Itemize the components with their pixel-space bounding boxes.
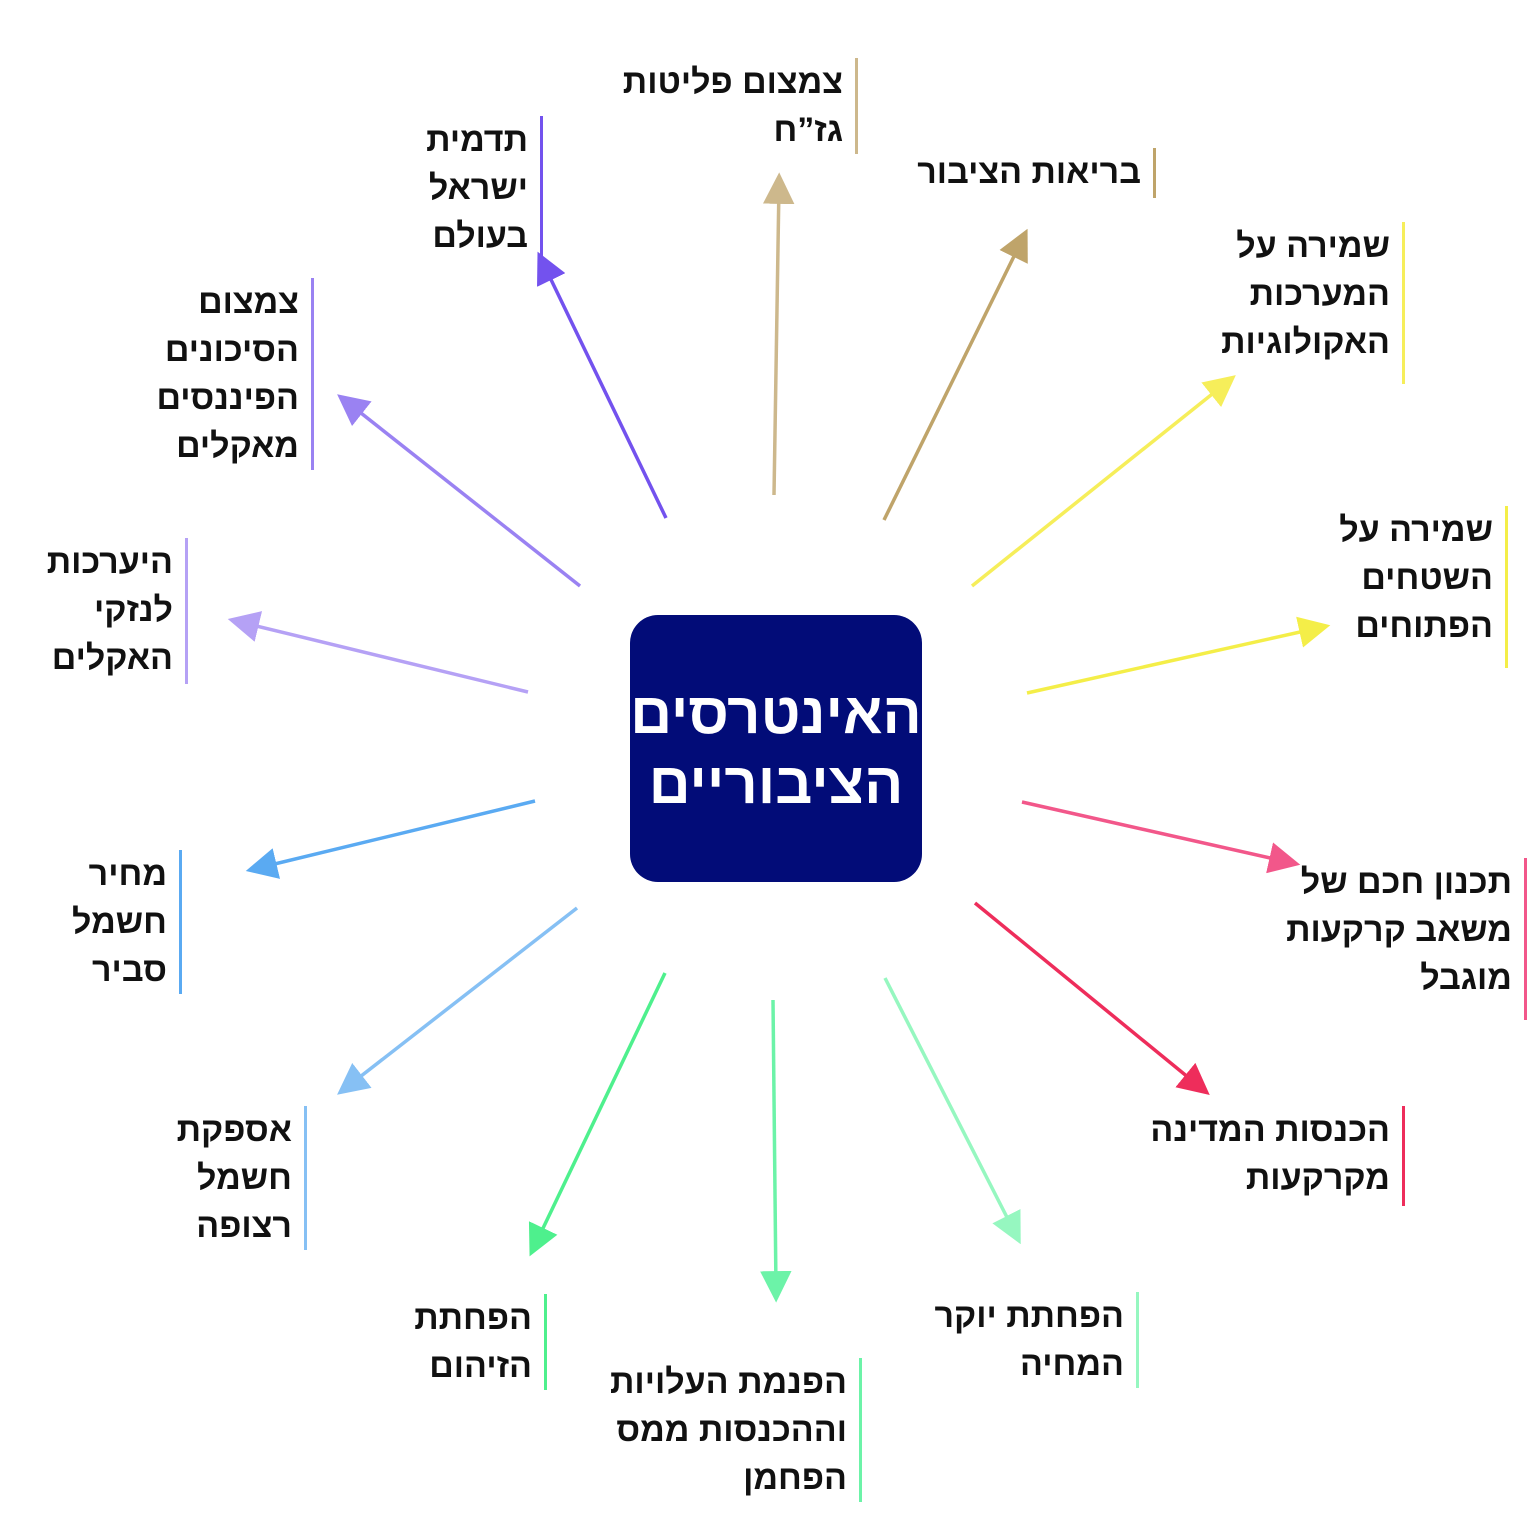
arrow-public-health [882, 228, 1028, 521]
arrow-financial-risk [337, 394, 582, 588]
node-label-financial-risk: צמצום הסיכונים הפיננסים מאקלים [74, 278, 314, 470]
node-label-state-income: הכנסות המדינה מקרקעות [1145, 1106, 1405, 1206]
node-label-continuous-supply: אספקת חשמל רצופה [77, 1106, 307, 1250]
arrow-continuous-supply [337, 906, 579, 1095]
node-label-gas-platforms: צמצום פליטות גז”ח [598, 58, 858, 154]
arrow-open-spaces [1026, 616, 1331, 695]
node-label-climate-damage: היערכות לנזקי האקלים [38, 538, 188, 684]
arrow-cost-of-living [883, 977, 1021, 1245]
arrows-layer [227, 172, 1331, 1303]
arrow-pollution [528, 972, 667, 1257]
node-label-israel-image: תדמית ישראל בעולם [323, 116, 543, 260]
central-node: האינטרסים הציבוריים [630, 615, 922, 882]
arrow-land-planning [1021, 800, 1301, 874]
central-node-title: האינטרסים הציבוריים [630, 680, 922, 816]
arrow-fair-price [245, 799, 536, 879]
node-label-land-planning: תכנון חכם של משאב קרקעות מוגבל [1267, 858, 1527, 1020]
arrow-israel-image [537, 251, 668, 519]
node-label-ecosystems: שמירה על המערכות האקולוגיות [1185, 222, 1405, 384]
node-label-public-health: בריאות הציבור [896, 148, 1156, 198]
arrow-ecosystems [970, 375, 1236, 588]
arrow-gas-platforms [762, 172, 795, 496]
node-label-externalities: הפנמת העלויות וההכנסות ממס הפחמן [602, 1358, 862, 1502]
arrow-externalities [760, 999, 792, 1303]
node-label-pollution: הפחתת הזיהום [307, 1294, 547, 1390]
node-label-fair-price: מחיר חשמל סביר [2, 850, 182, 994]
arrow-state-income [973, 901, 1210, 1095]
arrow-climate-damage [227, 611, 529, 694]
node-label-open-spaces: שמירה על השטחים הפתוחים [1308, 506, 1508, 668]
node-label-cost-of-living: הפחתת יוקר המחיה [909, 1292, 1139, 1388]
